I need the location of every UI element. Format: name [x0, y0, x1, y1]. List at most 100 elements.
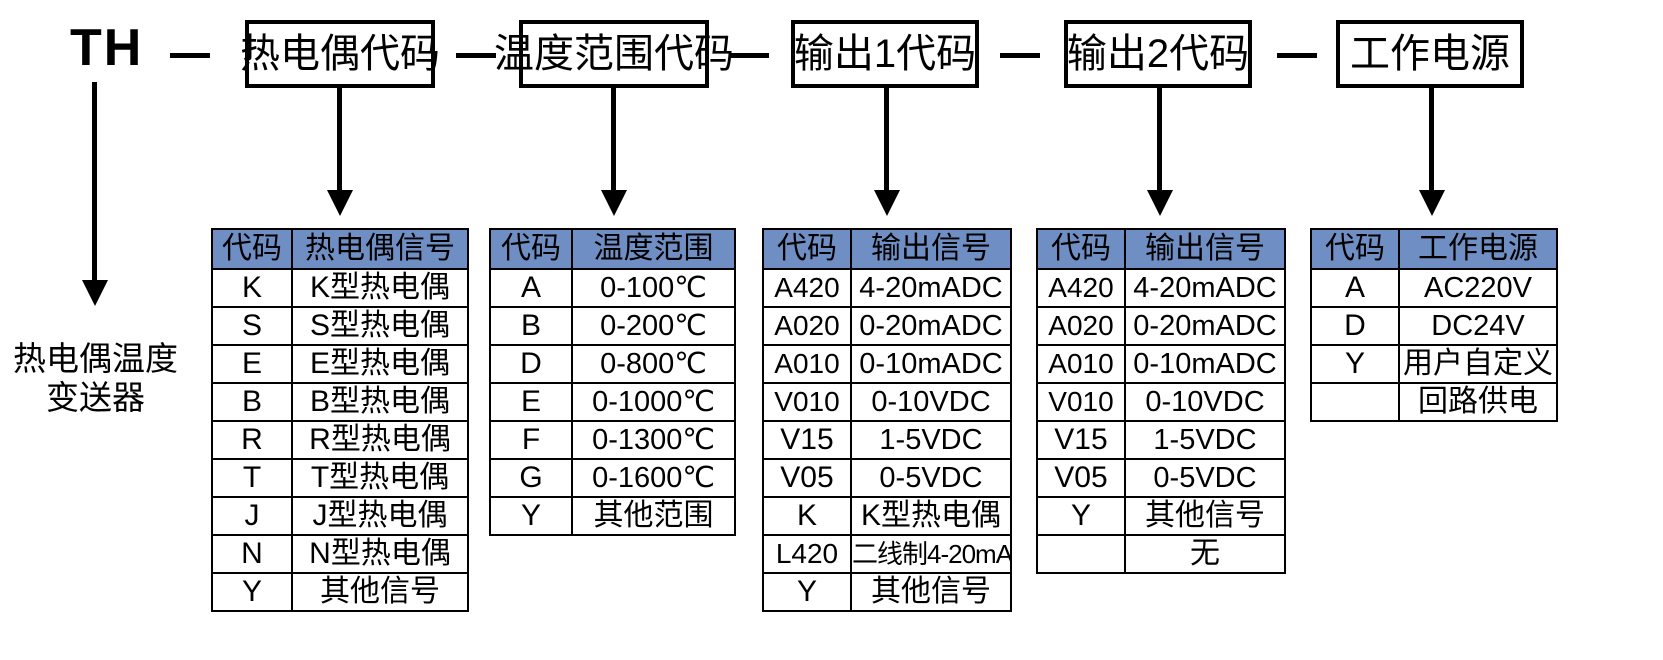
cell-code: V010 — [762, 382, 852, 422]
cell-description: K型热电偶 — [850, 496, 1012, 536]
cell-code: A — [1310, 268, 1400, 308]
cell-code: V05 — [1036, 458, 1126, 498]
cell-description: 1-5VDC — [850, 420, 1012, 460]
cell-description: 其他信号 — [291, 572, 469, 612]
cell-description: DC24V — [1398, 306, 1558, 346]
connector-line-3 — [884, 88, 889, 192]
cell-description: 无 — [1124, 534, 1286, 574]
cell-description: 二线制4-20mA — [850, 534, 1012, 574]
cell-code: A020 — [762, 306, 852, 346]
cell-code: G — [489, 458, 573, 498]
cell-code: V15 — [1036, 420, 1126, 460]
cell-description: 用户自定义 — [1398, 344, 1558, 384]
segment-box-label: 输出2代码 — [1066, 32, 1250, 76]
cell-description: AC220V — [1398, 268, 1558, 308]
device-name-caption: 热电偶温度 变送器 — [8, 340, 183, 418]
column-header-signal: 热电偶信号 — [291, 228, 469, 270]
cell-description: 0-5VDC — [1124, 458, 1286, 498]
cell-code: V010 — [1036, 382, 1126, 422]
cell-description: 4-20mADC — [850, 268, 1012, 308]
segment-box-output2-code[interactable]: 输出2代码 — [1064, 20, 1252, 88]
segment-box-output1-code[interactable]: 输出1代码 — [791, 20, 979, 88]
cell-code: V15 — [762, 420, 852, 460]
cell-description: 0-10mADC — [850, 344, 1012, 384]
dash-separator-3 — [729, 53, 769, 58]
table-header-row: 代码 输出信号 — [1036, 228, 1286, 270]
arrow-down-icon-5 — [1419, 190, 1445, 216]
cell-description: 0-1000℃ — [571, 382, 736, 422]
cell-description: 0-5VDC — [850, 458, 1012, 498]
cell-code: A420 — [762, 268, 852, 308]
arrow-down-icon-1 — [327, 190, 353, 216]
table-header-row: 代码 输出信号 — [762, 228, 1012, 270]
cell-description: 0-10VDC — [1124, 382, 1286, 422]
cell-code: A010 — [1036, 344, 1126, 384]
segment-box-temperature-range-code[interactable]: 温度范围代码 — [494, 20, 734, 88]
connector-line-2 — [611, 88, 616, 192]
cell-description: E型热电偶 — [291, 344, 469, 384]
cell-code: B — [211, 382, 293, 422]
column-header-code: 代码 — [762, 228, 852, 270]
column-header-signal: 输出信号 — [1124, 228, 1286, 270]
segment-box-thermocouple-code[interactable]: 热电偶代码 — [240, 20, 440, 88]
connector-line-4 — [1157, 88, 1162, 192]
column-header-range: 温度范围 — [571, 228, 736, 270]
cell-description: 0-10mADC — [1124, 344, 1286, 384]
cell-code: D — [489, 344, 573, 384]
cell-description: 1-5VDC — [1124, 420, 1286, 460]
segment-box-label: 热电偶代码 — [240, 32, 440, 76]
cell-code: J — [211, 496, 293, 536]
dash-separator-5 — [1277, 53, 1317, 58]
segment-box-label: 工作电源 — [1350, 32, 1510, 76]
cell-description: R型热电偶 — [291, 420, 469, 460]
table-header-row: 代码 工作电源 — [1310, 228, 1558, 270]
cell-code — [1036, 534, 1126, 574]
cell-code: Y — [1310, 344, 1400, 384]
cell-description: 0-1600℃ — [571, 458, 736, 498]
cell-code: Y — [489, 496, 573, 536]
connector-line-series — [92, 82, 97, 282]
cell-code: B — [489, 306, 573, 346]
cell-description: 0-100℃ — [571, 268, 736, 308]
table-header-row: 代码 热电偶信号 — [211, 228, 469, 270]
cell-description: 回路供电 — [1398, 382, 1558, 422]
cell-description: B型热电偶 — [291, 382, 469, 422]
cell-code: Y — [762, 572, 852, 612]
cell-description: 4-20mADC — [1124, 268, 1286, 308]
cell-code: A020 — [1036, 306, 1126, 346]
column-header-code: 代码 — [1036, 228, 1126, 270]
cell-code: N — [211, 534, 293, 574]
segment-box-power-supply[interactable]: 工作电源 — [1336, 20, 1524, 88]
segment-box-label: 输出1代码 — [793, 32, 977, 76]
connector-line-5 — [1429, 88, 1434, 192]
